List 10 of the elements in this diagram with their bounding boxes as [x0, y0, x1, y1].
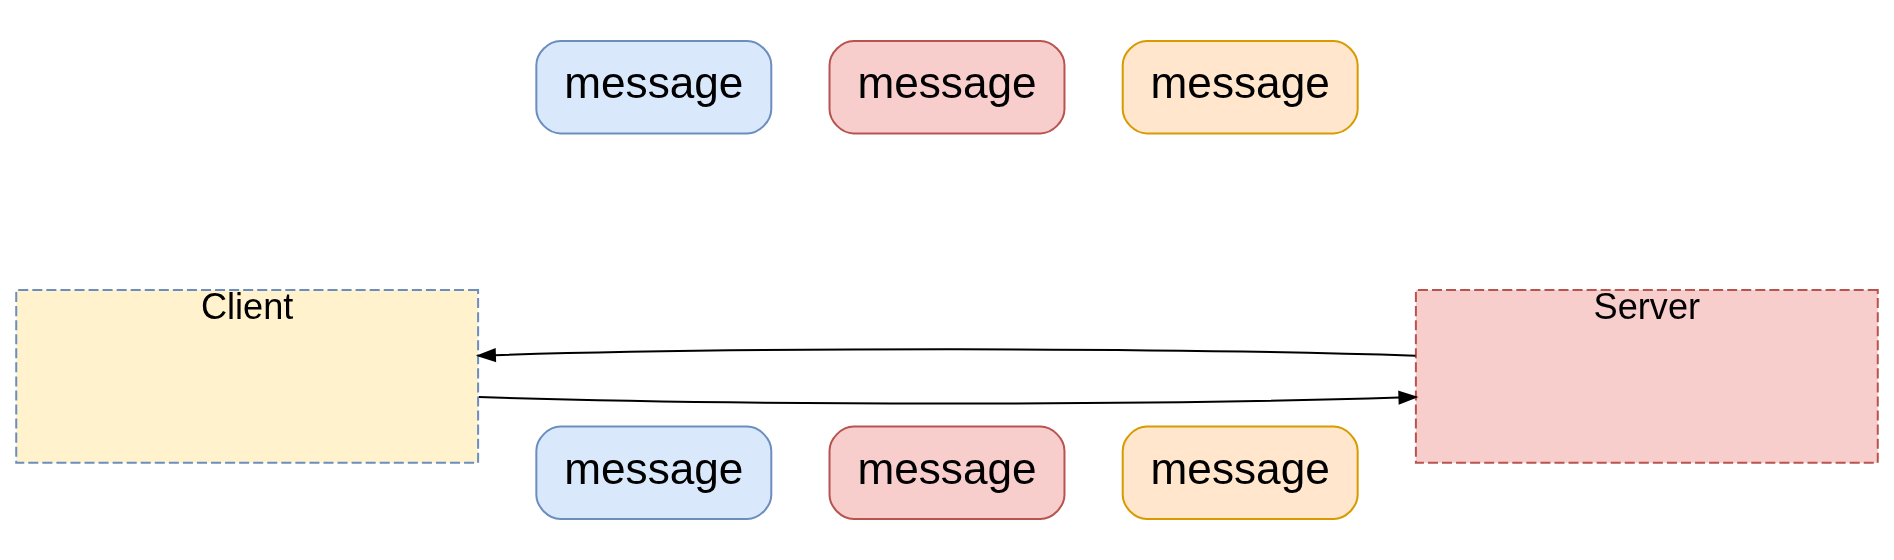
arrow	[478, 390, 1419, 405]
node-box: message	[828, 425, 1066, 520]
node-box: message	[1121, 425, 1359, 520]
arrow	[475, 348, 1416, 363]
node-box: message	[1121, 40, 1359, 135]
node-box: Client	[15, 289, 480, 464]
node-box: message	[828, 40, 1066, 135]
node-box: message	[535, 40, 773, 135]
node-box: Server	[1414, 289, 1879, 464]
node-box: message	[535, 425, 773, 520]
